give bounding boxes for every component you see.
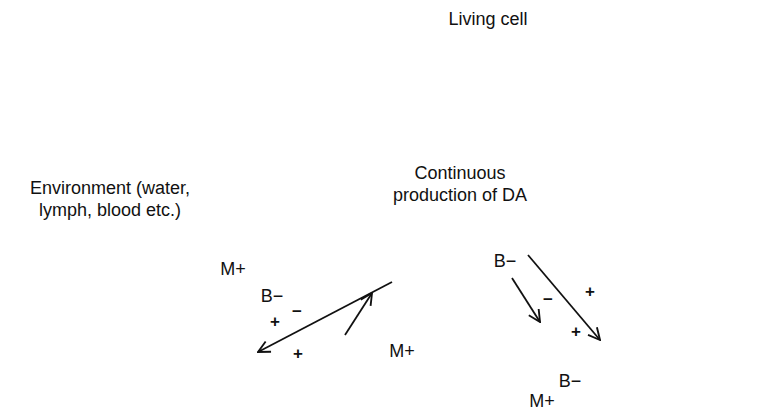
charge-sign: + (584, 282, 596, 302)
charge-sign: − (291, 302, 303, 322)
anion-label: B− (491, 251, 520, 273)
cation-inflow-arrow (345, 293, 372, 335)
anion-label: B− (556, 371, 585, 393)
cell-nucleus (597, 116, 631, 180)
environment-label: Environment (water, lymph, blood etc.) (25, 178, 196, 221)
da-outflow-arrow (258, 282, 392, 352)
cation-label: M+ (217, 259, 249, 281)
charge-sign: + (570, 322, 582, 342)
charge-sign: + (292, 344, 304, 364)
anion-label: B− (258, 286, 287, 308)
charge-sign: + (269, 312, 281, 332)
charge-sign: − (542, 290, 554, 310)
living-cell: Living cellContinuous production of DA (295, 70, 660, 340)
da-outflow-arrow (528, 255, 600, 340)
cation-label: M+ (386, 341, 418, 363)
cation-label: M+ (526, 391, 558, 413)
cell-outline (298, 78, 653, 334)
anion-outflow-arrow (512, 278, 540, 322)
cell-title: Living cell (425, 9, 551, 31)
cell-process: Continuous production of DA (382, 163, 538, 206)
